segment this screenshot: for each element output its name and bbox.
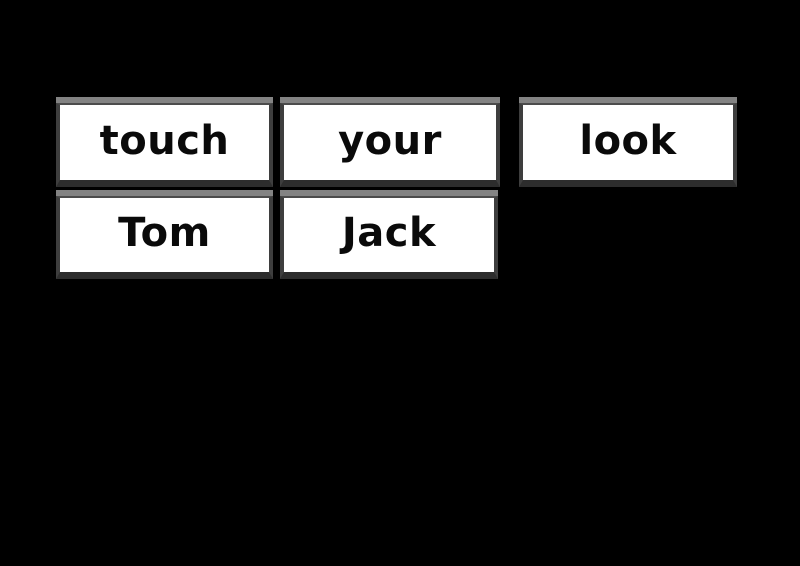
- word-card-label: look: [579, 117, 677, 164]
- word-card-label: Tom: [118, 210, 211, 256]
- word-card-look[interactable]: look: [519, 103, 737, 187]
- word-card-tom[interactable]: Tom: [56, 196, 273, 279]
- word-card-label: Jack: [341, 210, 437, 256]
- word-card-jack[interactable]: Jack: [280, 196, 498, 279]
- word-card-your[interactable]: your: [280, 103, 500, 187]
- word-card-touch[interactable]: touch: [56, 103, 273, 187]
- word-card-label: your: [338, 117, 442, 164]
- word-card-label: touch: [99, 117, 230, 164]
